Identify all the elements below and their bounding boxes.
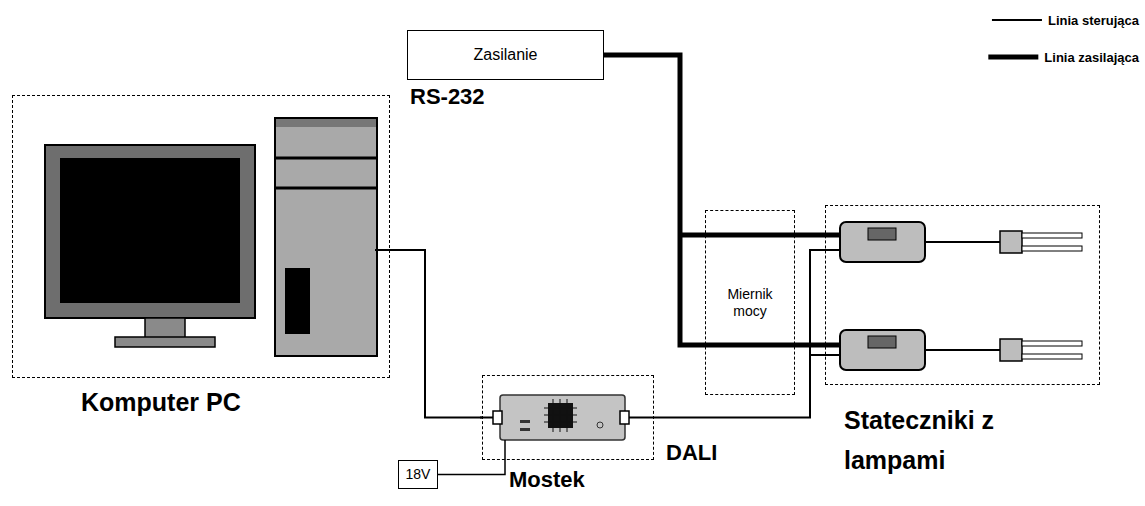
bridge-board xyxy=(480,395,654,460)
power-supply-box: Zasilanie xyxy=(407,30,604,80)
power-meter-group: Miernik mocy xyxy=(705,210,795,395)
node-text: Zasilanie xyxy=(473,46,537,64)
ballast-group: Stateczniki z lampami xyxy=(825,205,1100,385)
legend-line-sample xyxy=(992,19,1042,21)
edge-label-holder: DALI xyxy=(664,440,719,466)
group-label: Komputer PC xyxy=(81,387,381,417)
bridge-group: Mostek xyxy=(482,375,654,460)
node-text: 18V xyxy=(406,466,431,482)
group-label: Mostek xyxy=(509,467,659,493)
voltage-box: 18V xyxy=(398,460,438,489)
node-text: Miernik mocy xyxy=(714,286,786,318)
group-label: Stateczniki z lampami xyxy=(844,400,1064,480)
ballast-lamps xyxy=(680,222,1082,370)
signal-label: DALI xyxy=(664,440,719,465)
control-line xyxy=(438,460,505,475)
computer-illustration xyxy=(45,118,390,356)
group-label-holder: Stateczniki z lampami xyxy=(844,400,1064,480)
power-line xyxy=(604,55,825,345)
control-line xyxy=(390,250,482,418)
group-label-holder: Komputer PC xyxy=(81,387,381,417)
legend-text: Linia sterująca xyxy=(1048,13,1139,28)
legend-line-sample xyxy=(988,55,1038,60)
group-label-holder: Mostek xyxy=(509,467,659,493)
signal-label: RS-232 xyxy=(408,84,487,109)
computer-group: Komputer PC xyxy=(12,95,390,378)
legend-entry: Linia sterująca xyxy=(1048,11,1139,29)
legend-text: Linia zasilająca xyxy=(1044,50,1139,65)
legend-entry: Linia zasilająca xyxy=(1044,48,1139,66)
edge-label-holder: RS-232 xyxy=(408,84,487,110)
